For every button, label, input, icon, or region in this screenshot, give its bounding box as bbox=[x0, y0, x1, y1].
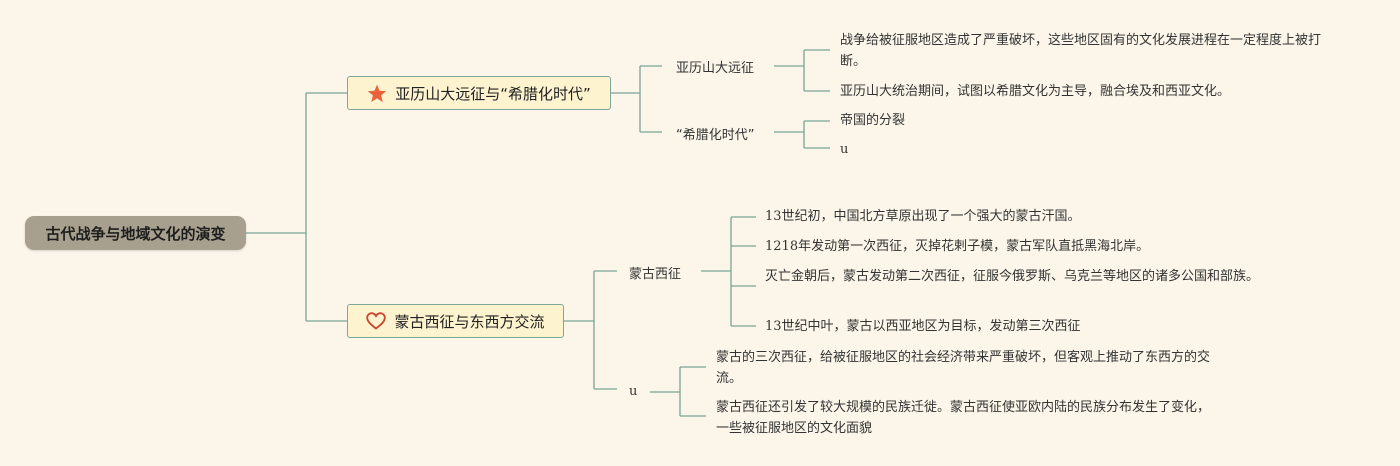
sub-hellenistic-age[interactable]: “希腊化时代” bbox=[676, 128, 755, 143]
list-item[interactable]: 蒙古的三次西征，给被征服地区的社会经济带来严重破坏，但客观上推动了东西方的交流。 bbox=[716, 350, 1211, 386]
branch-mongol[interactable]: 蒙古西征与东西方交流 bbox=[347, 304, 564, 338]
list-item[interactable]: 1218年发动第一次西征，灭掉花剌子模，蒙古军队直抵黑海北岸。 bbox=[765, 239, 1150, 254]
root-node[interactable]: 古代战争与地域文化的演变 bbox=[25, 216, 246, 250]
branch-alexander[interactable]: 亚历山大远征与“希腊化时代” bbox=[347, 76, 611, 110]
sub-alexander-expedition[interactable]: 亚历山大远征 bbox=[676, 61, 755, 76]
star-icon bbox=[367, 84, 387, 103]
root-title: 古代战争与地域文化的演变 bbox=[45, 224, 226, 243]
list-item[interactable]: 蒙古西征还引发了较大规模的民族迁徙。蒙古西征使亚欧内陆的民族分布发生了变化，一些… bbox=[716, 400, 1211, 436]
heart-icon bbox=[366, 312, 387, 330]
list-item[interactable]: 帝国的分裂 bbox=[840, 113, 906, 128]
branch-title: 蒙古西征与东西方交流 bbox=[394, 312, 545, 331]
sub-mongol-western-expedition[interactable]: 蒙古西征 bbox=[629, 267, 682, 282]
list-item[interactable]: u bbox=[840, 142, 849, 157]
sub-u[interactable]: u bbox=[629, 384, 638, 399]
list-item[interactable]: 13世纪初，中国北方草原出现了一个强大的蒙古汗国。 bbox=[765, 209, 1081, 224]
list-item[interactable]: 亚历山大统治期间，试图以希腊文化为主导，融合埃及和西亚文化。 bbox=[840, 84, 1231, 99]
list-item[interactable]: 战争给被征服地区造成了严重破坏，这些地区固有的文化发展进程在一定程度上被打断。 bbox=[840, 33, 1322, 69]
list-item[interactable]: 灭亡金朝后，蒙古发动第二次西征，征服今俄罗斯、乌克兰等地区的诸多公国和部族。 bbox=[765, 269, 1260, 284]
branch-title: 亚历山大远征与“希腊化时代” bbox=[395, 84, 591, 103]
list-item[interactable]: 13世纪中叶，蒙古以西亚地区为目标，发动第三次西征 bbox=[765, 319, 1081, 334]
